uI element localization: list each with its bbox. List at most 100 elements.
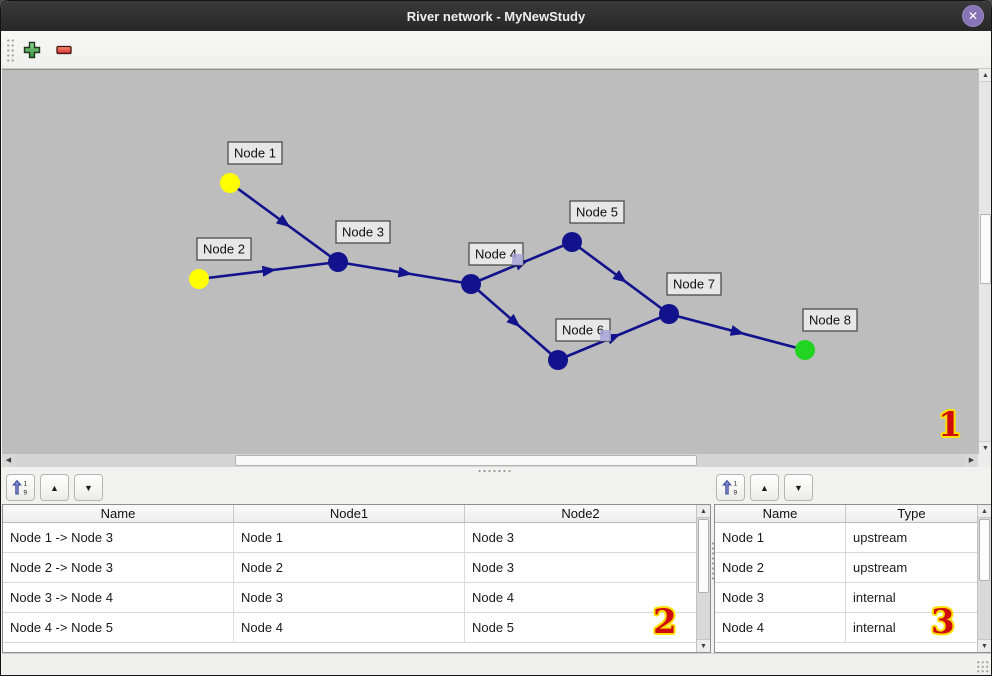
minus-icon (56, 45, 72, 55)
edge-table-move-down-button[interactable]: ▼ (74, 474, 103, 501)
scroll-right-button[interactable]: ▶ (965, 454, 978, 467)
sort-icon: 1 9 (12, 479, 28, 496)
table-cell[interactable]: Node 1 (715, 523, 846, 552)
table-cell[interactable]: internal (853, 620, 896, 635)
node-label: Node 6 (562, 323, 604, 338)
table-row[interactable]: Node 3 internal (715, 583, 977, 613)
scroll-up-icon: ▲ (981, 507, 988, 515)
node-label-box (196, 237, 252, 261)
table-row[interactable]: Node 1 upstream (715, 523, 977, 553)
node-table-sort-button[interactable]: 1 9 (716, 474, 745, 501)
table-splitter-handle[interactable] (711, 541, 715, 581)
table-row[interactable]: Node 4 internal (715, 613, 977, 643)
table-cell[interactable]: Node 3 (234, 583, 465, 612)
edge-arrowhead-icon (729, 325, 745, 336)
edge-arrowhead-icon (261, 265, 277, 277)
svg-text:1: 1 (734, 481, 738, 488)
table-cell[interactable]: Node 5 (472, 620, 514, 635)
close-button[interactable]: ✕ (962, 5, 984, 27)
edge-table-vscrollbar[interactable]: ▲ ▼ (696, 505, 710, 652)
column-header[interactable]: Name (3, 505, 234, 522)
node-table-vscrollbar[interactable]: ▲ ▼ (977, 505, 991, 652)
node-table-move-down-button[interactable]: ▼ (784, 474, 813, 501)
table-cell[interactable]: upstream (853, 560, 908, 575)
edge-arrowhead-icon (506, 313, 521, 328)
scroll-down-button[interactable]: ▼ (979, 441, 991, 454)
canvas-hscrollbar[interactable]: ◀ ▶ (2, 454, 978, 467)
scroll-up-button[interactable]: ▲ (978, 505, 991, 518)
network-node[interactable] (220, 173, 240, 193)
close-icon: ✕ (967, 9, 979, 23)
column-header[interactable]: Name (715, 505, 846, 522)
table-cell[interactable]: Node 4 (715, 613, 846, 642)
network-node[interactable] (659, 304, 679, 324)
table-cell[interactable]: Node 3 (715, 583, 846, 612)
table-cell[interactable]: Node 2 (234, 553, 465, 582)
table-cell[interactable]: Node 3 (472, 530, 514, 545)
network-node[interactable] (461, 274, 481, 294)
scroll-up-button[interactable]: ▲ (979, 69, 991, 82)
table-cell[interactable]: Node 4 -> Node 5 (3, 613, 234, 642)
network-node[interactable] (189, 269, 209, 289)
table-filler-row (3, 643, 696, 652)
scroll-down-button[interactable]: ▼ (978, 639, 991, 652)
network-node[interactable] (562, 232, 582, 252)
table-cell[interactable]: internal (853, 590, 896, 605)
network-node[interactable] (548, 350, 568, 370)
vscroll-thumb[interactable] (980, 214, 991, 284)
remove-button[interactable] (51, 37, 77, 63)
titlebar[interactable]: River network - MyNewStudy ✕ (1, 1, 991, 31)
resize-grip[interactable] (976, 660, 989, 673)
up-triangle-icon: ▲ (760, 482, 769, 493)
vscroll-thumb[interactable] (698, 519, 709, 593)
scroll-down-icon: ▼ (982, 444, 989, 452)
column-header[interactable]: Node1 (234, 505, 465, 522)
edge-table-move-up-button[interactable]: ▲ (40, 474, 69, 501)
scroll-up-button[interactable]: ▲ (697, 505, 710, 518)
vscroll-thumb[interactable] (979, 519, 990, 581)
splitter-handle-icon[interactable] (477, 469, 511, 473)
node-label: Node 1 (234, 146, 276, 161)
column-header[interactable]: Type (897, 506, 926, 521)
node-label: Node 5 (576, 205, 618, 220)
scroll-up-icon: ▲ (700, 507, 707, 515)
table-cell[interactable]: Node 3 -> Node 4 (3, 583, 234, 612)
table-cell[interactable]: Node 3 (472, 560, 514, 575)
node-label-box (335, 220, 391, 244)
network-node[interactable] (795, 340, 815, 360)
table-cell[interactable]: Node 2 (715, 553, 846, 582)
column-header[interactable]: Node2 (561, 506, 600, 521)
node-table-move-up-button[interactable]: ▲ (750, 474, 779, 501)
canvas-vscrollbar[interactable]: ▲ ▼ (978, 69, 991, 454)
table-cell[interactable]: Node 4 (472, 590, 514, 605)
pane-splitter[interactable]: 1 9 ▲ ▼ 1 9 ▲ ▼ (2, 467, 991, 504)
hscroll-thumb[interactable] (235, 455, 697, 466)
table-cell[interactable]: Node 4 (234, 613, 465, 642)
scroll-left-button[interactable]: ◀ (2, 454, 15, 467)
network-node[interactable] (328, 252, 348, 272)
edge-arrowhead-icon (612, 270, 627, 283)
table-cell[interactable]: Node 1 -> Node 3 (3, 523, 234, 552)
edge-table-sort-button[interactable]: 1 9 (6, 474, 35, 501)
toolbar-drag-handle[interactable] (6, 38, 15, 62)
add-button[interactable] (19, 37, 45, 63)
selection-artifact (600, 330, 611, 341)
scroll-left-icon: ◀ (5, 457, 12, 464)
scroll-down-button[interactable]: ▼ (697, 639, 710, 652)
plus-icon (23, 41, 41, 59)
table-cell[interactable]: upstream (853, 530, 908, 545)
table-cell[interactable]: Node 1 (234, 523, 465, 552)
table-row[interactable]: Node 2 upstream (715, 553, 977, 583)
selection-artifact (512, 254, 523, 265)
node-label: Node 3 (342, 225, 384, 240)
table-cell[interactable]: Node 2 -> Node 3 (3, 553, 234, 582)
